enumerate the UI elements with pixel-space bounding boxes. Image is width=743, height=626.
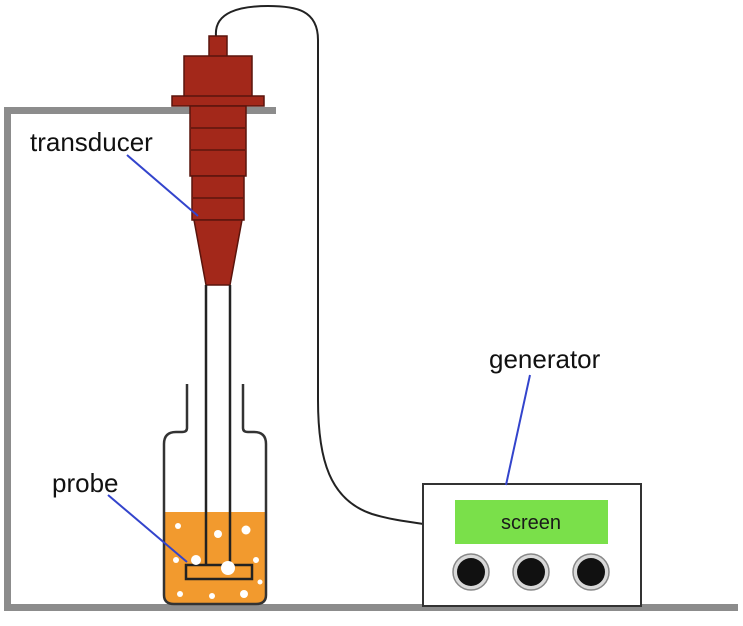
bubble-icon [209, 593, 215, 599]
generator-leader-line [505, 374, 531, 486]
bubble-icon [241, 525, 251, 535]
transducer [171, 35, 265, 286]
probe-leader-line [107, 494, 188, 563]
transducer-body [189, 105, 247, 177]
bubble-icon [240, 590, 248, 598]
stand-left-post [4, 107, 11, 611]
transducer-leader-line [126, 154, 199, 217]
bubble-icon [214, 530, 222, 538]
knob-icon [512, 553, 550, 591]
probe-rod [204, 285, 232, 510]
transducer-horn [193, 219, 243, 286]
probe-tip [184, 510, 254, 581]
bubble-icon [221, 561, 235, 575]
probe-tip-plate [184, 563, 254, 581]
generator-screen [455, 500, 608, 544]
generator-label: generator [489, 344, 601, 374]
bubble-icon [257, 579, 263, 585]
bubble-icon [173, 557, 179, 563]
bubble-icon [177, 591, 183, 597]
knob-icon [452, 553, 490, 591]
bubble-icon [175, 523, 181, 529]
bubble-icon [191, 555, 201, 565]
liquid [164, 512, 266, 604]
bubbles [173, 523, 263, 599]
stand-frame [4, 107, 738, 611]
stand-base [4, 604, 738, 611]
knob-icon [572, 553, 610, 591]
transducer-connector [208, 35, 228, 59]
probe-label: probe [52, 468, 119, 498]
transducer-cap [183, 55, 253, 99]
screen-label: screen [501, 512, 561, 534]
bottle [162, 384, 268, 606]
transducer-label: transducer [30, 127, 153, 157]
generator: screen [422, 483, 642, 607]
stand-top-bar [4, 107, 276, 114]
transducer-flange [171, 95, 265, 107]
bubble-icon [253, 557, 259, 563]
cable [214, 4, 425, 525]
